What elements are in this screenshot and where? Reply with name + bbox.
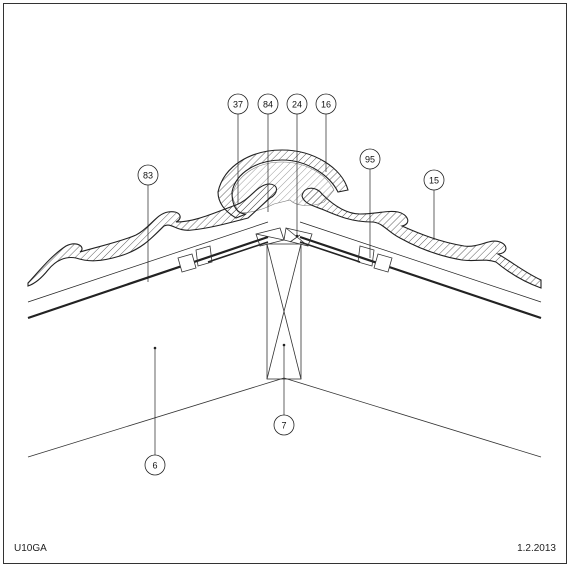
callout-84-label: 84 [263,100,273,110]
leader-lines [147,113,435,455]
callout-37-label: 37 [233,100,243,110]
ridge-battens [255,227,313,247]
callout-16-label: 16 [321,100,331,110]
battens [177,245,393,273]
callout-6-label: 6 [152,461,157,471]
callout-84: 84 [257,93,279,115]
callout-6: 6 [144,454,166,476]
ridge-tile [217,149,349,219]
callout-15-label: 15 [429,176,439,186]
callout-7-label: 7 [281,421,286,431]
drawing-date: 1.2.2013 [517,543,556,554]
callout-83: 83 [137,164,159,186]
callout-16: 16 [315,93,337,115]
underlayment [207,241,361,263]
right-roof-tiles [301,187,542,289]
ridge-beam [266,243,302,380]
callout-7: 7 [273,414,295,436]
ceiling-lines [27,377,542,458]
drawing-code: U10GA [14,543,47,554]
callout-37: 37 [227,93,249,115]
callout-24-label: 24 [292,100,302,110]
anchor-dots [153,234,299,350]
drawing-frame [3,3,567,564]
callout-15: 15 [423,169,445,191]
callout-24: 24 [286,93,308,115]
callout-95-label: 95 [365,155,375,165]
callout-83-label: 83 [143,171,153,181]
callout-95: 95 [359,148,381,170]
